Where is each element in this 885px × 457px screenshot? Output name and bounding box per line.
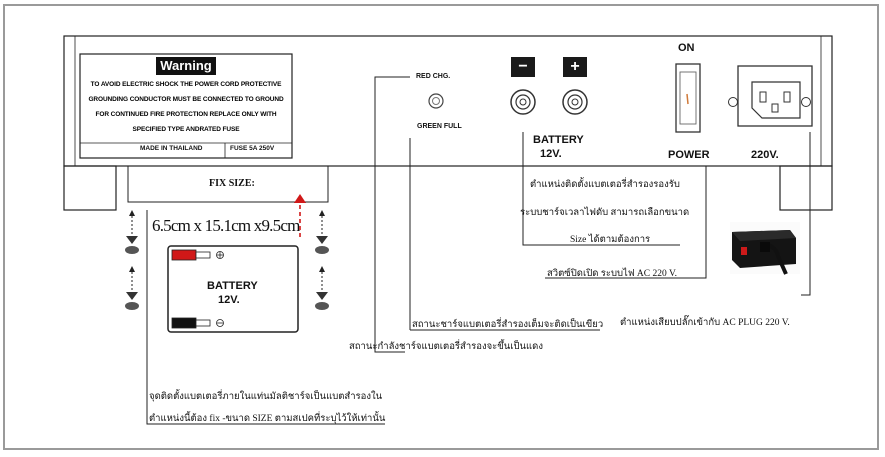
battery-label-2: 12V. — [218, 294, 240, 306]
warning-line: SPECIFIED TYPE ANDRATED FUSE — [132, 126, 240, 133]
battery-label-1: BATTERY — [207, 280, 258, 292]
right-foot — [779, 165, 833, 211]
warning-line: TO AVOID ELECTRIC SHOCK THE POWER CORD P… — [90, 81, 282, 88]
green-full-label: GREEN FULL — [417, 123, 462, 130]
warning-line: FOR CONTINUED FIRE PROTECTION REPLACE ON… — [95, 111, 277, 118]
outer-frame — [3, 4, 879, 450]
plus-sign-icon: + — [563, 57, 587, 77]
plug-photo — [730, 222, 800, 275]
voltage-label: 220V. — [751, 149, 779, 161]
screw-bottom-right — [315, 266, 329, 310]
screw-top-left — [125, 210, 139, 254]
screw-bottom-left — [125, 266, 139, 310]
red-chg-label: RED CHG. — [416, 73, 451, 80]
internal-battery-note-2: ตำแหน่งนี้ต้อง fix -ขนาด SIZE ตามสเปคที่… — [149, 414, 386, 424]
power-switch-note: สวิตซ์ปิดเปิด ระบบไฟ AC 220 V. — [547, 269, 677, 279]
warning-label-text: Warning TO AVOID ELECTRIC SHOCK THE POWE… — [80, 57, 292, 161]
battery-position-note-3: Size ได้ตามต้องการ — [570, 235, 651, 245]
plus-terminal — [562, 89, 588, 115]
status-charging-note: สถานะกำลังชาร์จแบตเตอรี่สำรองจะขึ้นเป็นแ… — [349, 342, 543, 352]
fix-size-strip — [127, 165, 329, 203]
battery-terminal-label-1: BATTERY — [533, 134, 584, 146]
fuse-label: FUSE 5A 250V — [230, 145, 275, 152]
internal-battery-note-1: จุดติดตั้งแบตเตอรี่ภายในแท่นมัลติชาร์จเป… — [149, 392, 383, 402]
warning-line: GROUNDING CONDUCTOR MUST BE CONNECTED TO… — [88, 96, 284, 103]
warning-title: Warning — [156, 57, 216, 75]
power-label: POWER — [668, 149, 710, 161]
left-foot — [63, 165, 117, 211]
minus-sign-icon: − — [511, 57, 535, 77]
ac-plug-note: ตำแหน่งเสียบปลั๊กเข้ากับ AC PLUG 220 V. — [620, 318, 790, 328]
battery-position-note-1: ตำแหน่งติดตั้งแบตเตอรี่สำรองรองรับ — [530, 180, 680, 190]
minus-terminal — [510, 89, 536, 115]
ac-inlet — [728, 65, 813, 127]
made-in-label: MADE IN THAILAND — [140, 145, 203, 152]
battery-position-note-2: ระบบชาร์จเวลาไฟดับ สามารถเลือกขนาด — [520, 208, 690, 218]
screw-top-right — [315, 210, 329, 254]
fix-size-title: FIX SIZE: — [209, 178, 255, 189]
battery-terminal-label-2: 12V. — [540, 148, 562, 160]
led-indicator — [428, 93, 444, 109]
status-full-note: สถานะชาร์จแบตเตอรี่สำรองเต็มจะติดเป็นเขี… — [412, 320, 604, 330]
leader-lines — [146, 76, 811, 425]
device-body — [63, 35, 833, 167]
battery-drawing — [167, 245, 299, 333]
fix-size-dimensions: 6.5cm x 15.1cm x9.5cm — [152, 216, 300, 235]
on-label: ON — [678, 42, 695, 54]
